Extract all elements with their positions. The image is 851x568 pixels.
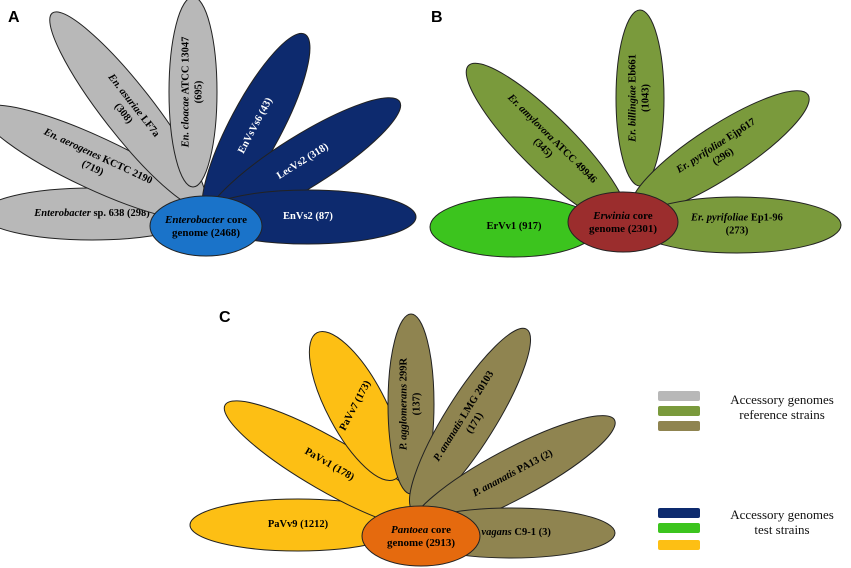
petal: En. aerogenes KCTC 2190(719) <box>0 104 210 222</box>
legend-swatch <box>658 391 700 401</box>
panel-label: B <box>431 9 443 26</box>
petal-label: P. agglomerans 299R(137) <box>399 357 423 450</box>
petal-label: PaVv9 (1212) <box>268 519 329 530</box>
petal-label: Enterobacter sp. 638 (298) <box>33 208 150 219</box>
legend-swatch <box>658 540 700 550</box>
core-ellipse <box>361 505 481 567</box>
panel-a: A Enterobacter sp. 638 (298)En. aerogenes… <box>0 0 417 257</box>
petal: En. cloacae ATCC 13047(695) <box>168 0 218 188</box>
petal: PaVv9 (1212) <box>189 498 407 552</box>
petal-label: Er. billingiae Eb661(1043) <box>628 54 652 143</box>
legend-swatch <box>658 421 700 431</box>
legend-line2: test strains <box>754 522 809 537</box>
petal: Er. amylovora ATCC 49946(345) <box>465 62 629 226</box>
panel-label: C <box>219 309 231 326</box>
legend-line1: Accessory genomes <box>730 392 834 407</box>
petal-ellipse <box>168 0 218 188</box>
core-ellipse <box>567 191 679 253</box>
petal-label: P. vagans C9-1 (3) <box>471 527 551 538</box>
petal-label: En. cloacae ATCC 13047(695) <box>181 37 205 149</box>
panel-b: B ErVv1 (917)Er. amylovora ATCC 49946(345… <box>429 9 842 258</box>
panel-label: A <box>8 9 20 26</box>
legend-line1: Accessory genomes <box>730 507 834 522</box>
petal: Er. billingiae Eb661(1043) <box>615 9 665 187</box>
legend-swatch <box>658 508 700 518</box>
petal: P. ananatis PA13 (2) <box>410 415 616 533</box>
legend-line2: reference strains <box>739 407 825 422</box>
petal: EnVsVs6 (43) <box>201 32 311 220</box>
petal-label: EnVs2 (87) <box>283 211 333 222</box>
legend-swatch <box>658 523 700 533</box>
petal-label: ErVv1 (917) <box>486 221 542 232</box>
core-ellipse <box>149 195 263 257</box>
petal: Er. pyrifoliae Ep1-96(273) <box>632 196 842 254</box>
petal: PaVv7 (173) <box>308 330 404 482</box>
petal-label: Er. pyrifoliae Ep1-96(273) <box>690 213 783 237</box>
legend-swatch <box>658 406 700 416</box>
petal-ellipse <box>308 330 404 482</box>
